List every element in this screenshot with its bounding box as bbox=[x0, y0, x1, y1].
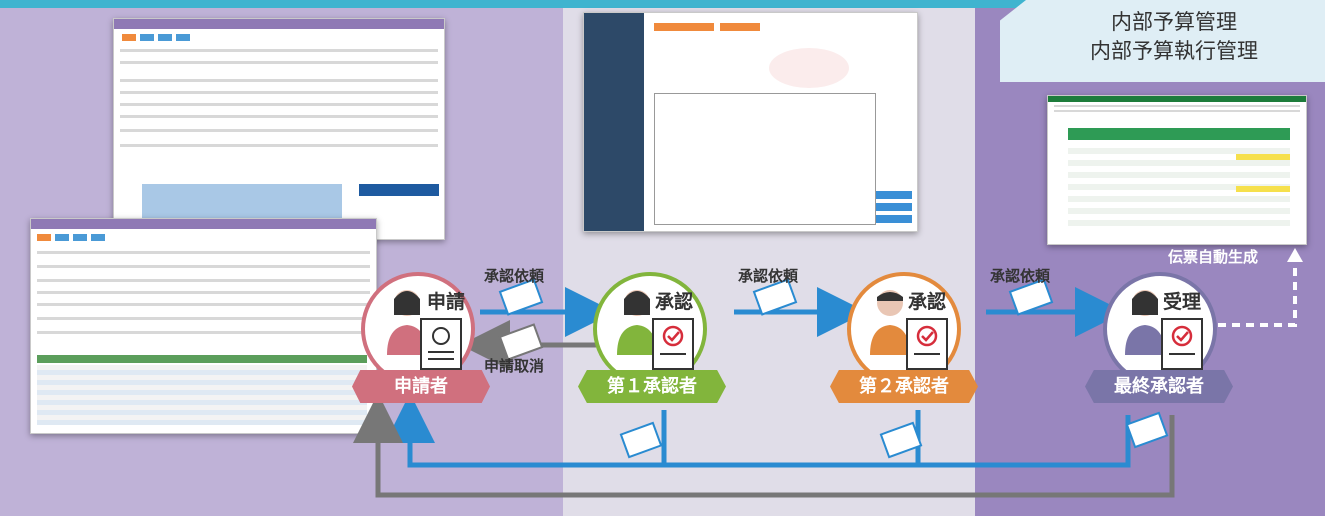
envelope-icon bbox=[498, 323, 544, 361]
actor-stamp: 受理 bbox=[1163, 291, 1202, 313]
actor-stamp: 承認 bbox=[908, 291, 947, 313]
return-loop-blue bbox=[385, 393, 1131, 468]
approval-document-icon bbox=[652, 318, 694, 370]
arrow-label-request-3: 承認依頼 bbox=[990, 267, 1051, 285]
auto-generate-label: 伝票自動生成 bbox=[1168, 248, 1259, 266]
actor-stamp: 申請 bbox=[427, 291, 466, 313]
screenshot-document-viewer bbox=[583, 12, 918, 232]
title-line-1: 内部予算管理 bbox=[1111, 10, 1237, 34]
approval-document-icon bbox=[906, 318, 948, 370]
right-title-tab bbox=[1000, 0, 1325, 82]
approval-document-icon bbox=[1161, 318, 1203, 370]
return-loop-gray bbox=[353, 393, 1175, 498]
envelope-icon bbox=[1125, 411, 1169, 449]
actor-role-label: 第２承認者 bbox=[830, 370, 978, 403]
person-icon bbox=[387, 290, 427, 355]
sidebar bbox=[584, 13, 644, 231]
window-titlebar bbox=[114, 19, 444, 29]
arrow-label-cancel: 申請取消 bbox=[484, 357, 545, 375]
actor-stamp: 承認 bbox=[655, 291, 694, 313]
title-line-2: 内部予算執行管理 bbox=[1090, 39, 1258, 63]
title-block: 内部予算管理 内部予算執行管理 bbox=[1036, 8, 1312, 66]
screenshot-spreadsheet bbox=[1047, 95, 1307, 245]
envelope-icon bbox=[619, 421, 663, 459]
envelope-icon bbox=[498, 278, 544, 316]
person-icon bbox=[870, 290, 910, 355]
arrow-label-request-2: 承認依頼 bbox=[738, 267, 799, 285]
auto-generate-dashed bbox=[1218, 258, 1297, 327]
person-icon bbox=[1125, 290, 1165, 355]
envelope-icon bbox=[1008, 278, 1054, 316]
arrow-label-request-1: 承認依頼 bbox=[484, 267, 545, 285]
person-icon bbox=[617, 290, 657, 355]
envelope-icon bbox=[752, 278, 798, 316]
screenshot-budget-form-bottom bbox=[30, 218, 377, 434]
document-icon bbox=[420, 318, 462, 370]
envelope-icon bbox=[879, 421, 923, 459]
actor-role-label: 申請者 bbox=[352, 370, 490, 403]
window-titlebar bbox=[31, 219, 376, 229]
actor-role-label: 最終承認者 bbox=[1085, 370, 1233, 403]
top-teal-strip bbox=[0, 0, 1325, 8]
actor-role-label: 第１承認者 bbox=[578, 370, 726, 403]
